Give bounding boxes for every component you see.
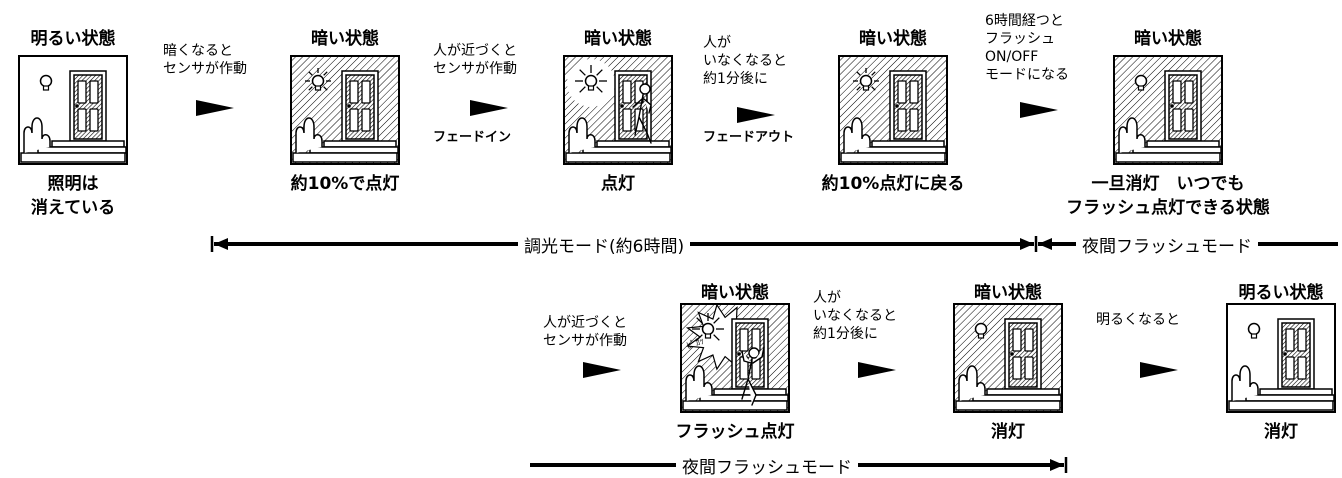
scene-illustration (563, 55, 673, 165)
state-caption: フラッシュ点灯 (605, 420, 865, 444)
transition-arrow-icon (583, 360, 623, 380)
timeline-label: 夜間フラッシュモード (1076, 232, 1258, 257)
scene-illustration (1226, 303, 1336, 413)
state-caption: 照明は消えている (0, 172, 203, 220)
condition-line: 人が (703, 35, 731, 51)
state-title: 暗い状態 (701, 283, 769, 303)
door-scene-icon (953, 303, 1063, 413)
condition-line: 暗くなると (163, 43, 233, 59)
state-title: 暗い状態 (584, 29, 652, 49)
state-caption: 約10%点灯に戻る (763, 172, 1023, 196)
caption-line: フラッシュ点灯 (675, 422, 795, 442)
condition-line: いなくなると (703, 53, 787, 69)
state-title: 暗い状態 (311, 29, 379, 49)
caption-line: フラッシュ点灯できる状態 (1066, 198, 1270, 218)
caption-line: 消灯 (1264, 422, 1298, 442)
transition-condition: 人が近づくとセンサが作動 (543, 314, 627, 350)
state-caption: 消灯 (1151, 420, 1342, 444)
transition-mode: フェードイン (433, 130, 512, 145)
condition-line: 明るくなると (1096, 312, 1180, 328)
caption-line: 消灯 (991, 422, 1025, 442)
transition-condition: 人がいなくなると約1分後に (813, 289, 897, 343)
condition-line: 人が近づくと (543, 315, 627, 331)
scene-illustration (953, 303, 1063, 413)
scene-illustration: ﾋﾟｶｯ (680, 303, 790, 413)
state-title: 明るい状態 (30, 29, 116, 49)
condition-line: 約1分後に (703, 71, 768, 87)
caption-line: 消えている (30, 198, 116, 218)
condition-line: 約1分後に (813, 326, 878, 342)
state-title: 暗い状態 (859, 29, 927, 49)
transition-condition: 暗くなるとセンサが作動 (163, 42, 247, 78)
scene-illustration (838, 55, 948, 165)
condition-line: フラッシュ (985, 31, 1055, 47)
door-scene-icon (1226, 303, 1336, 413)
transition-arrow-icon (1140, 360, 1180, 380)
condition-line: モードになる (985, 67, 1069, 83)
transition-arrow-icon (470, 98, 510, 118)
scene-illustration (290, 55, 400, 165)
caption-line: 照明は (47, 174, 99, 194)
transition-condition: 6時間経つとフラッシュ ON/OFF モードになる (985, 12, 1069, 84)
condition-line: いなくなると (813, 308, 897, 324)
state-caption: 点灯 (488, 172, 748, 196)
condition-line: センサが作動 (163, 61, 247, 77)
caption-line: 点灯 (601, 174, 635, 194)
condition-line: 6時間経つと (985, 13, 1064, 29)
state-caption: 約10%で点灯 (215, 172, 475, 196)
door-scene-icon (290, 55, 400, 165)
caption-line: 約10%点灯に戻る (821, 174, 965, 194)
door-scene-icon (18, 55, 128, 165)
door-scene-icon (1113, 55, 1223, 165)
state-title: 明るい状態 (1238, 283, 1324, 303)
transition-arrow-icon (196, 98, 236, 118)
condition-line: センサが作動 (433, 61, 517, 77)
transition-arrow-icon (1020, 100, 1060, 120)
timeline-label: 調光モード(約6時間) (518, 232, 691, 257)
condition-line: ON/OFF (985, 49, 1039, 65)
caption-line: 一旦消灯 いつでも (1091, 174, 1245, 194)
caption-line: 約10%で点灯 (290, 174, 400, 194)
transition-condition: 明るくなると (1096, 311, 1180, 329)
timeline-label: 夜間フラッシュモード (676, 453, 858, 478)
state-title: 暗い状態 (1134, 29, 1202, 49)
state-caption: 一旦消灯 いつでもフラッシュ点灯できる状態 (1038, 172, 1298, 220)
state-caption: 消灯 (878, 420, 1138, 444)
door-scene-icon (563, 55, 673, 165)
transition-mode: フェードアウト (703, 130, 795, 145)
transition-condition: 人がいなくなると約1分後に (703, 34, 787, 88)
state-title: 暗い状態 (974, 283, 1042, 303)
transition-arrow-icon (737, 105, 777, 125)
condition-line: 人が近づくと (433, 43, 517, 59)
door-scene-icon (838, 55, 948, 165)
flash-scene-icon: ﾋﾟｶｯ (680, 303, 790, 413)
condition-line: 人が (813, 290, 841, 306)
scene-illustration (1113, 55, 1223, 165)
scene-illustration (18, 55, 128, 165)
transition-condition: 人が近づくとセンサが作動 (433, 42, 517, 78)
condition-line: センサが作動 (543, 333, 627, 349)
transition-arrow-icon (858, 360, 898, 380)
